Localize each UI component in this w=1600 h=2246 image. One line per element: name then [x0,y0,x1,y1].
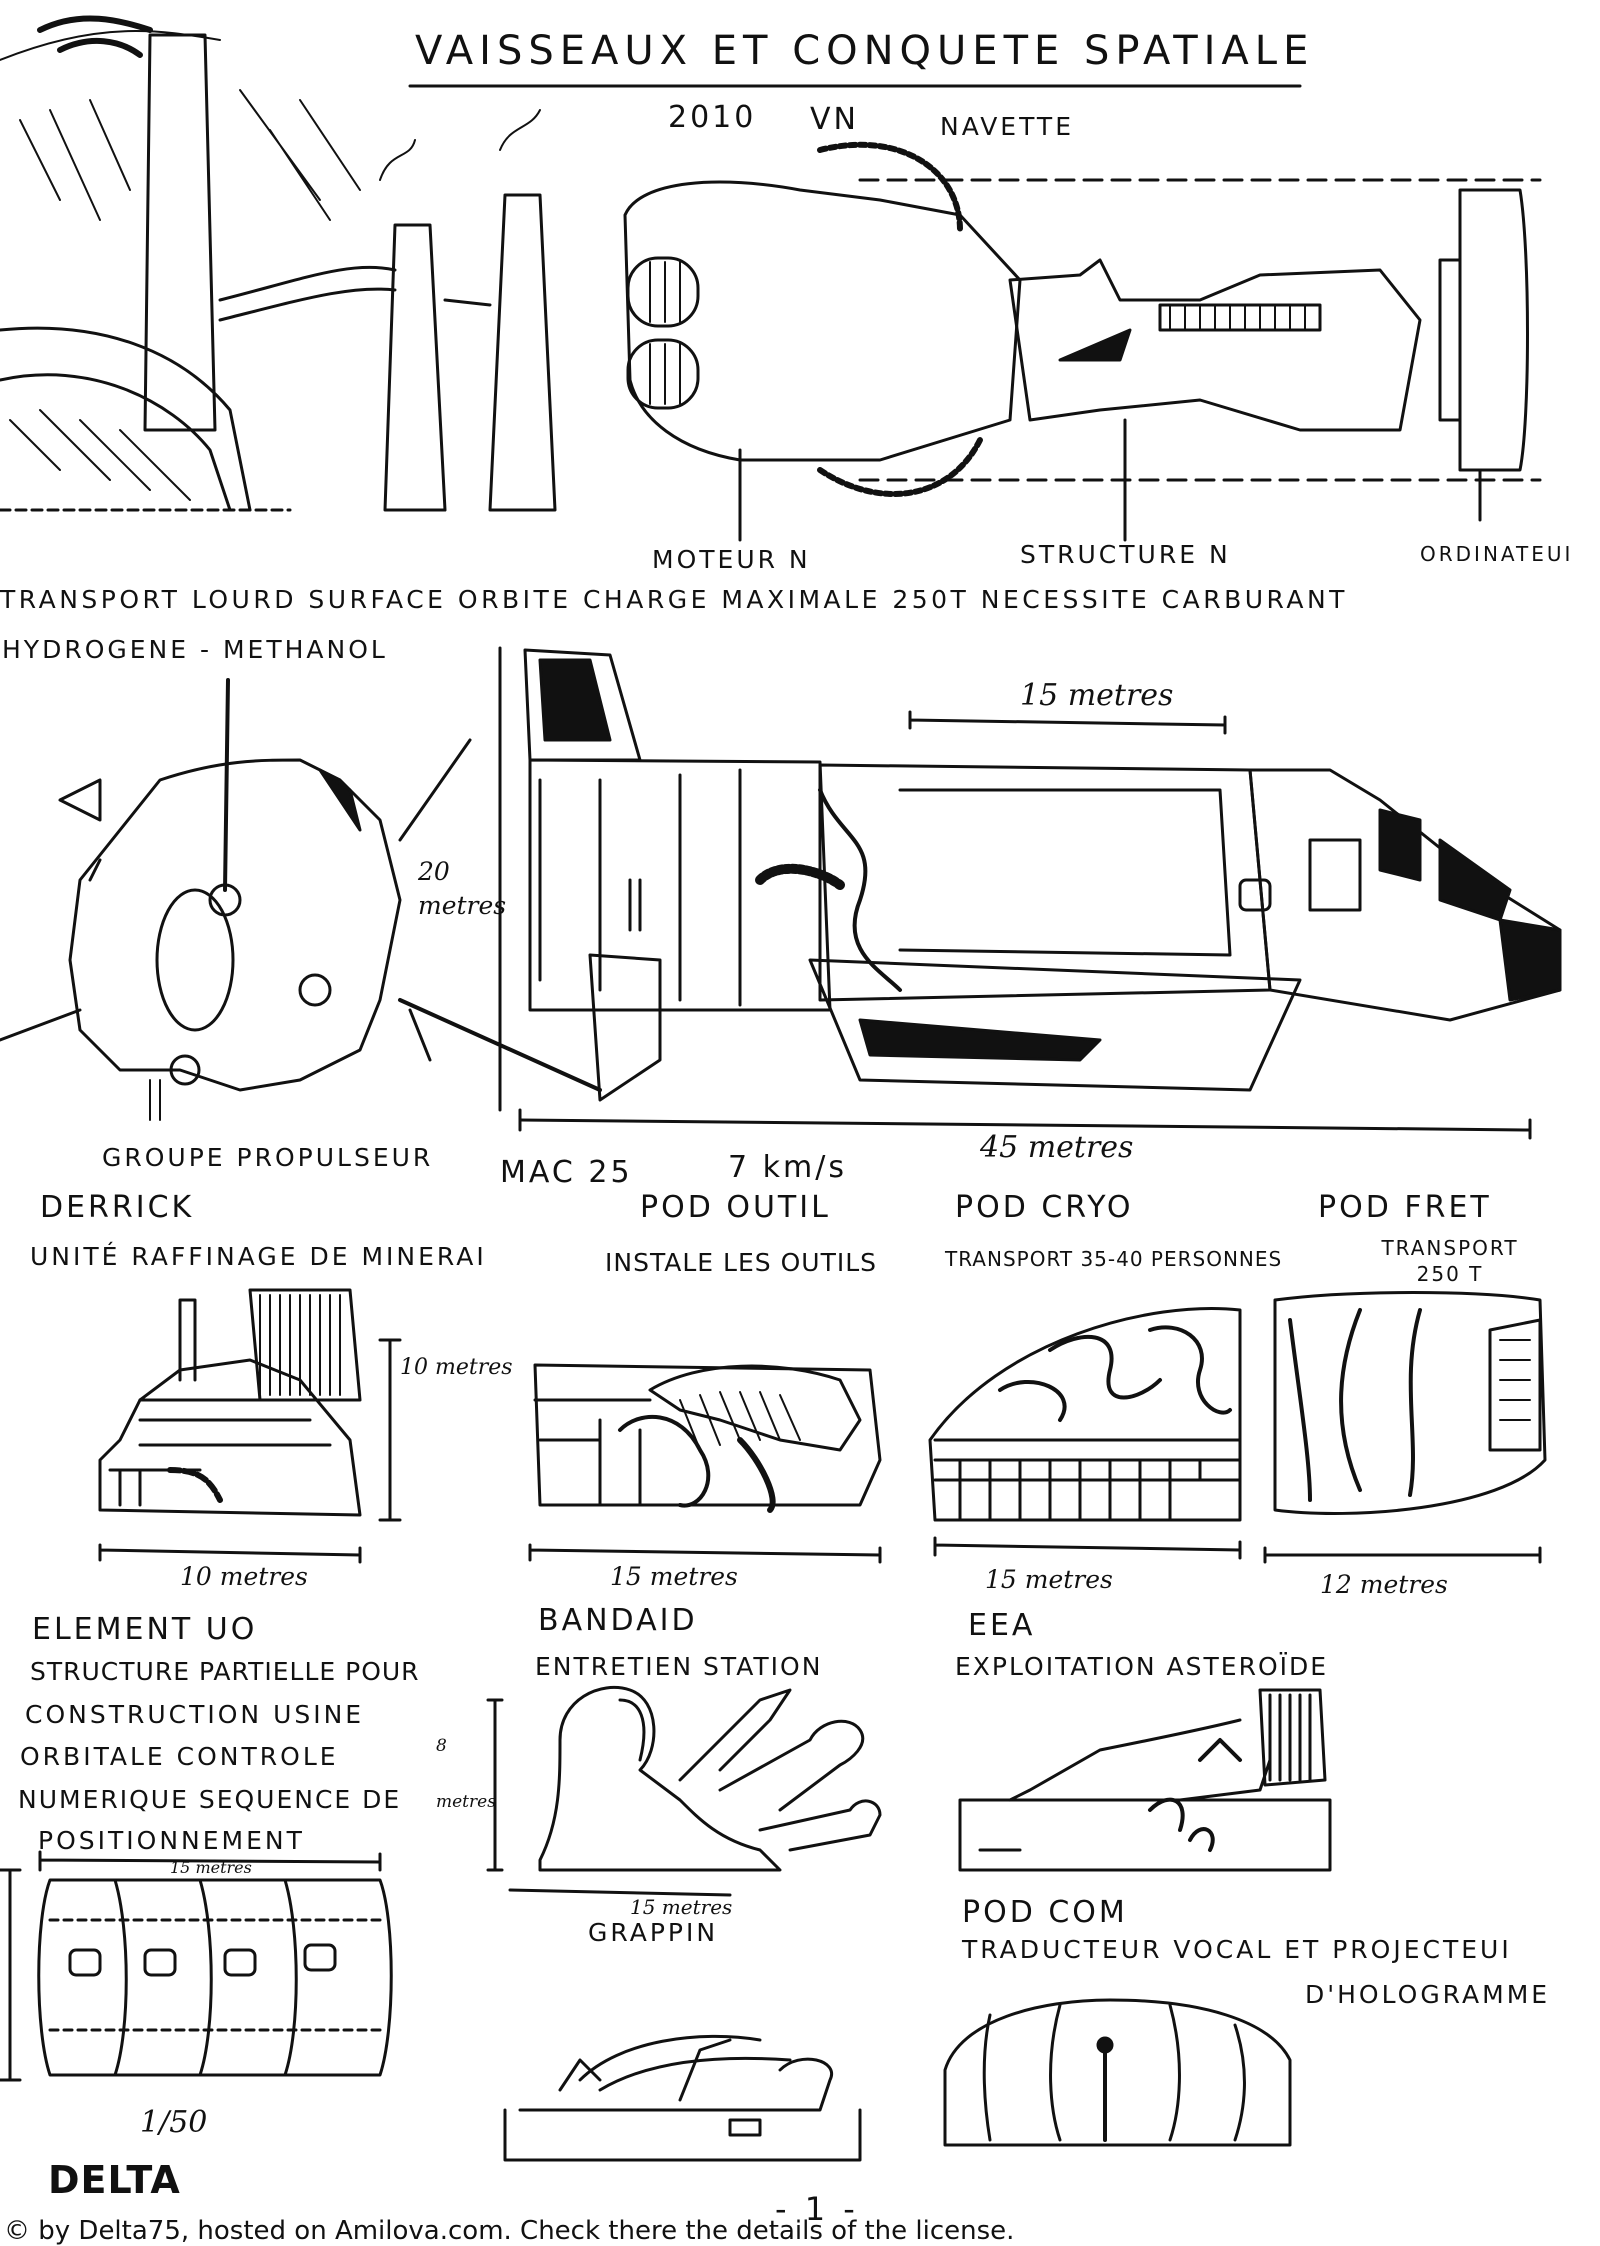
mac-designation: MAC 25 [500,1155,633,1190]
grappin-illustration [503,2034,862,2162]
element-uo-desc-3: ORBITALE CONTROLE [20,1742,339,1771]
element-uo-illustration [0,1850,393,2082]
module-fret-desc: TRANSPORT 250 T [1381,1236,1519,1286]
copyright-notice: © by Delta75, hosted on Amilova.com. Che… [4,2216,1015,2246]
grappin-label: GRAPPIN [588,1918,719,1947]
module-cryo-name: POD CRYO [955,1190,1134,1225]
bandaid-width: 15 metres [630,1895,733,1919]
factory-illustration [0,15,557,512]
mac25-illustration [0,646,1562,1140]
mac-dim-total: 45 metres [980,1130,1134,1165]
pod-cryo-illustration [928,1307,1242,1560]
pod-com-desc-1: TRADUCTEUR VOCAL ET PROJECTEUI [962,1935,1512,1964]
element-uo-name: ELEMENT UO [32,1612,258,1647]
element-uo-desc-4: NUMERIQUE SEQUENCE DE [18,1785,402,1814]
module-outil-desc: INSTALE LES OUTILS [605,1248,878,1277]
page-title: VAISSEAUX ET CONQUETE SPATIALE [415,28,1315,74]
page-number: - 1 - [775,2190,859,2228]
module-cryo-desc: TRANSPORT 35-40 PERSONNES [945,1247,1283,1271]
transport-line1: TRANSPORT LOURD SURFACE ORBITE CHARGE MA… [0,585,1348,614]
eea-desc: EXPLOITATION ASTEROÏDE [955,1652,1329,1681]
mac-speed: 7 km/s [728,1150,847,1185]
module-derrick-width: 10 metres [180,1562,308,1591]
module-derrick-height: 10 metres [400,1355,513,1380]
label-moteur: MOTEUR N [652,545,811,574]
bandaid-desc: ENTRETIEN STATION [535,1652,823,1681]
module-outil-width: 15 metres [610,1562,738,1591]
pod-fret-illustration [1263,1291,1547,1564]
eea-illustration [958,1688,1332,1872]
pod-com-desc-2: D'HOLOGRAMME [1305,1980,1551,2009]
bandaid-name: BANDAID [538,1603,698,1638]
navette-model: VN [810,102,859,137]
module-outil-name: POD OUTIL [640,1190,831,1225]
module-fret-width: 12 metres [1320,1570,1448,1599]
module-derrick-name: DERRICK [40,1190,195,1225]
element-uo-desc-2: CONSTRUCTION USINE [25,1700,365,1729]
element-uo-desc-5: POSITIONNEMENT [38,1826,305,1855]
pod-com-illustration [943,1998,1292,2147]
label-groupe-propulseur: GROUPE PROPULSEUR [102,1143,434,1172]
module-cryo-width: 15 metres [985,1565,1113,1594]
module-fret-name: POD FRET [1318,1190,1492,1225]
module-derrick-desc: UNITÉ RAFFINAGE DE MINERAI [30,1242,487,1271]
navette-year: 2010 [668,100,757,135]
label-structure: STRUCTURE N [1020,540,1231,569]
element-uo-scale: 1/50 [140,2105,208,2140]
navette-illustration [623,141,1542,542]
mac-dim-height: 20 metres [418,857,507,920]
bandaid-height: 8 metres [436,1736,496,1812]
derrick-illustration [98,1288,402,1564]
navette-title: NAVETTE [940,112,1075,141]
signature: DELTA [48,2158,181,2202]
mac-dim-top: 15 metres [1020,678,1174,713]
transport-line2: HYDROGENE - METHANOL [2,635,388,664]
element-uo-width: 15 metres [170,1858,252,1877]
pod-com-name: POD COM [962,1895,1128,1930]
eea-name: EEA [968,1608,1036,1643]
label-ordinateur: ORDINATEUI [1420,542,1574,566]
pod-outil-illustration [528,1363,882,1564]
bandaid-illustration [486,1685,882,1897]
element-uo-desc-1: STRUCTURE PARTIELLE POUR [30,1657,420,1686]
